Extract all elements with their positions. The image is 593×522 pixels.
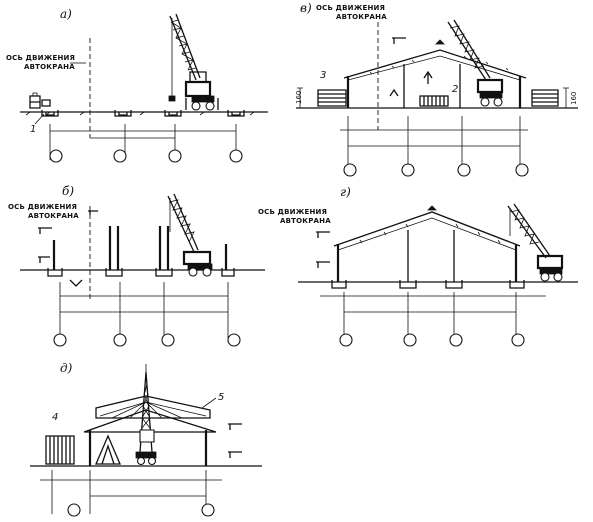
panel-v-roof-truss <box>343 49 527 79</box>
panel-b-autocrane <box>167 193 213 277</box>
panel-a-foundation-2 <box>114 110 132 117</box>
panel-b-column-3 <box>158 226 170 270</box>
panel-g-axis-bubble-2 <box>403 333 417 347</box>
panel-g-axis-bubble-4 <box>511 333 525 347</box>
panel-b-axis-label-line1: ОСЬ ДВИЖЕНИЯ <box>8 203 77 211</box>
panel-a-axis-bubble-4 <box>229 149 243 163</box>
panel-d-stack <box>45 435 75 465</box>
panel-v-axis-bubble-3 <box>457 163 471 177</box>
panel-b-axis-bubble-3 <box>161 333 175 347</box>
panel-v-letter: в) <box>300 1 312 15</box>
panel-a: а) ОСЬ ДВИЖЕНИЯ АВТОКРАНА <box>6 7 268 163</box>
panel-g-roof-truss <box>333 211 521 247</box>
panel-g-axis-label-line2: АВТОКРАНА <box>280 217 331 225</box>
panel-v-autocrane <box>447 19 504 107</box>
panel-b-axis-bubble-1 <box>53 333 67 347</box>
panel-d-callout-5: 5 <box>218 392 224 403</box>
panel-a-axis-bubble-3 <box>168 149 182 163</box>
panel-a-dimension-lines <box>50 130 236 139</box>
panel-d-letter: д) <box>60 361 73 375</box>
panel-v-axis-label-line1: ОСЬ ДВИЖЕНИЯ <box>316 4 385 12</box>
panel-d-roof-block <box>95 395 211 419</box>
panel-a-callout-1: 1 <box>30 124 36 135</box>
panel-d-callout-4: 4 <box>52 412 58 423</box>
panel-g-axis-label-line1: ОСЬ ДВИЖЕНИЯ <box>258 208 327 216</box>
panel-a-axis-label-line1: ОСЬ ДВИЖЕНИЯ <box>6 54 75 62</box>
panel-v-axis-bubble-1 <box>343 163 357 177</box>
panel-g-dimension-lines <box>320 295 546 313</box>
panel-a-stacked-blocks <box>29 95 51 109</box>
panel-v: в) ОСЬ ДВИЖЕНИЯ АВТОКРАНА 160 160 3 2 <box>295 1 578 177</box>
panel-v-inner-columns <box>403 64 461 108</box>
panel-a-foundation-4 <box>227 110 245 117</box>
panel-a-axis-label-line2: АВТОКРАНА <box>24 63 75 71</box>
panel-v-stack-left <box>317 89 347 107</box>
panel-v-axis-bubble-2 <box>401 163 415 177</box>
panel-d-mast-crane <box>135 364 157 466</box>
panel-b: б) ОСЬ ДВИЖЕНИЯ АВТОКРАНА <box>8 184 265 347</box>
panel-g-axis-bubble-3 <box>449 333 463 347</box>
panel-b-letter: б) <box>62 184 74 198</box>
panel-b-axis-bubble-2 <box>113 333 127 347</box>
panel-v-dim-left: 160 <box>295 91 303 104</box>
panel-v-outer-columns <box>346 76 522 108</box>
panel-b-axis-label-line2: АВТОКРАНА <box>28 212 79 220</box>
panel-d-dimension-lines <box>40 479 222 497</box>
panel-a-axis-bubble-2 <box>113 149 127 163</box>
panel-v-callout-3: 3 <box>320 70 326 81</box>
panel-d-trestle <box>95 434 121 465</box>
panel-g-axis-bubble-1 <box>339 333 353 347</box>
panel-a-autocrane <box>168 13 219 111</box>
panel-b-axis-bubble-4 <box>227 333 241 347</box>
panel-v-dimension-lines <box>340 129 528 147</box>
panel-a-foundation-1 <box>41 110 59 117</box>
panel-v-stack-right <box>531 89 559 107</box>
panel-d-axis-bubble-1 <box>67 503 81 517</box>
panel-g-autocrane <box>507 203 564 282</box>
panel-v-dim-right: 160 <box>570 92 578 105</box>
panel-g-letter: г) <box>340 185 351 199</box>
panel-g: г) ОСЬ ДВИЖЕНИЯ АВТОКРАНА <box>258 185 578 347</box>
panel-g-outer-columns <box>336 244 518 282</box>
panel-a-foundation-3 <box>164 110 182 117</box>
panel-d: д) 4 5 <box>30 361 262 517</box>
panel-d-axis-bubble-2 <box>201 503 215 517</box>
panel-v-axis-bubble-4 <box>515 163 529 177</box>
panel-g-inner-columns <box>407 230 455 282</box>
panel-v-callout-2: 2 <box>452 84 458 95</box>
panel-b-dimension-lines <box>60 295 228 313</box>
panel-a-axis-bubble-1 <box>49 149 63 163</box>
panel-a-letter: а) <box>60 7 72 21</box>
panel-b-column-2 <box>108 226 120 270</box>
panel-d-columns <box>88 430 208 466</box>
panel-v-axis-label-line2: АВТОКРАНА <box>336 13 387 21</box>
panel-v-beam-element <box>419 95 449 107</box>
